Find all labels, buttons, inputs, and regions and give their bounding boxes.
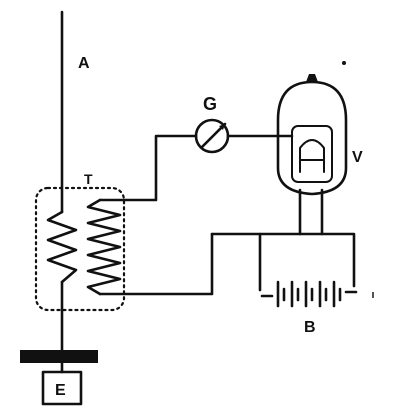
label-earth: E <box>55 382 66 399</box>
valve-filament <box>299 139 325 173</box>
secondary-coil <box>86 198 122 296</box>
valve <box>276 74 348 196</box>
valve-plate <box>291 125 333 183</box>
earth-box <box>41 370 83 406</box>
primary-coil <box>46 210 78 284</box>
label-valve: V <box>352 149 363 166</box>
wire-secondary-return <box>98 232 214 296</box>
valve-bulb <box>276 80 348 196</box>
earth-ground <box>20 350 98 363</box>
earth-hatch-bar <box>20 350 98 361</box>
label-galvanometer: G <box>203 94 217 114</box>
galvanometer-arrowhead <box>219 124 225 130</box>
wire-secondary-to-galvanometer <box>98 134 198 202</box>
battery <box>260 280 358 308</box>
label-battery: B <box>304 319 316 336</box>
wire-battery-top <box>210 232 356 288</box>
transformer-enclosure <box>34 186 126 312</box>
valve-tip <box>306 74 318 82</box>
speck-mark-right <box>372 292 374 298</box>
speck-mark <box>342 61 346 65</box>
label-transformer: T <box>84 171 93 187</box>
galvanometer <box>194 118 230 154</box>
label-aerial: A <box>78 55 90 72</box>
